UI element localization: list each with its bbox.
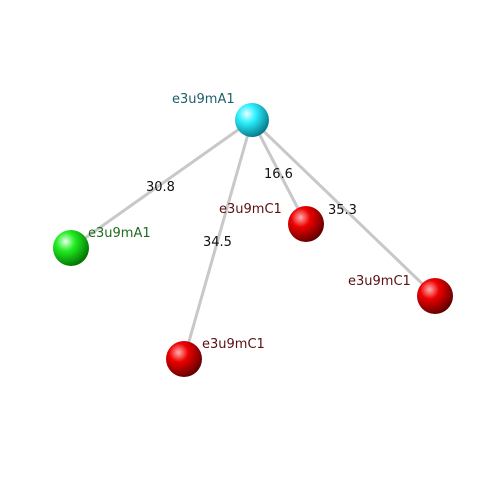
atom-sphere-center[interactable]: [235, 103, 269, 137]
bond-distance-label: 16.6: [264, 167, 293, 182]
atom-label-bottom: e3u9mC1: [202, 337, 265, 352]
atom-label-left: e3u9mA1: [88, 226, 151, 241]
bond-distance-label: 30.8: [146, 180, 175, 195]
bond-line-center-bottom: [182, 119, 254, 360]
atom-sphere-right[interactable]: [417, 278, 453, 314]
atom-label-right: e3u9mC1: [348, 274, 411, 289]
atom-sphere-left[interactable]: [53, 230, 89, 266]
bond-distance-label: 35.3: [328, 203, 357, 218]
atom-sphere-bottom[interactable]: [166, 341, 202, 377]
atom-label-mid: e3u9mC1: [219, 202, 282, 217]
atom-label-center: e3u9mA1: [172, 92, 235, 107]
bond-line-center-right: [250, 118, 437, 298]
bond-line-center-mid: [250, 119, 308, 225]
bond-line-center-left: [70, 118, 253, 250]
atom-sphere-mid[interactable]: [288, 206, 324, 242]
bond-distance-label: 34.5: [203, 235, 232, 250]
